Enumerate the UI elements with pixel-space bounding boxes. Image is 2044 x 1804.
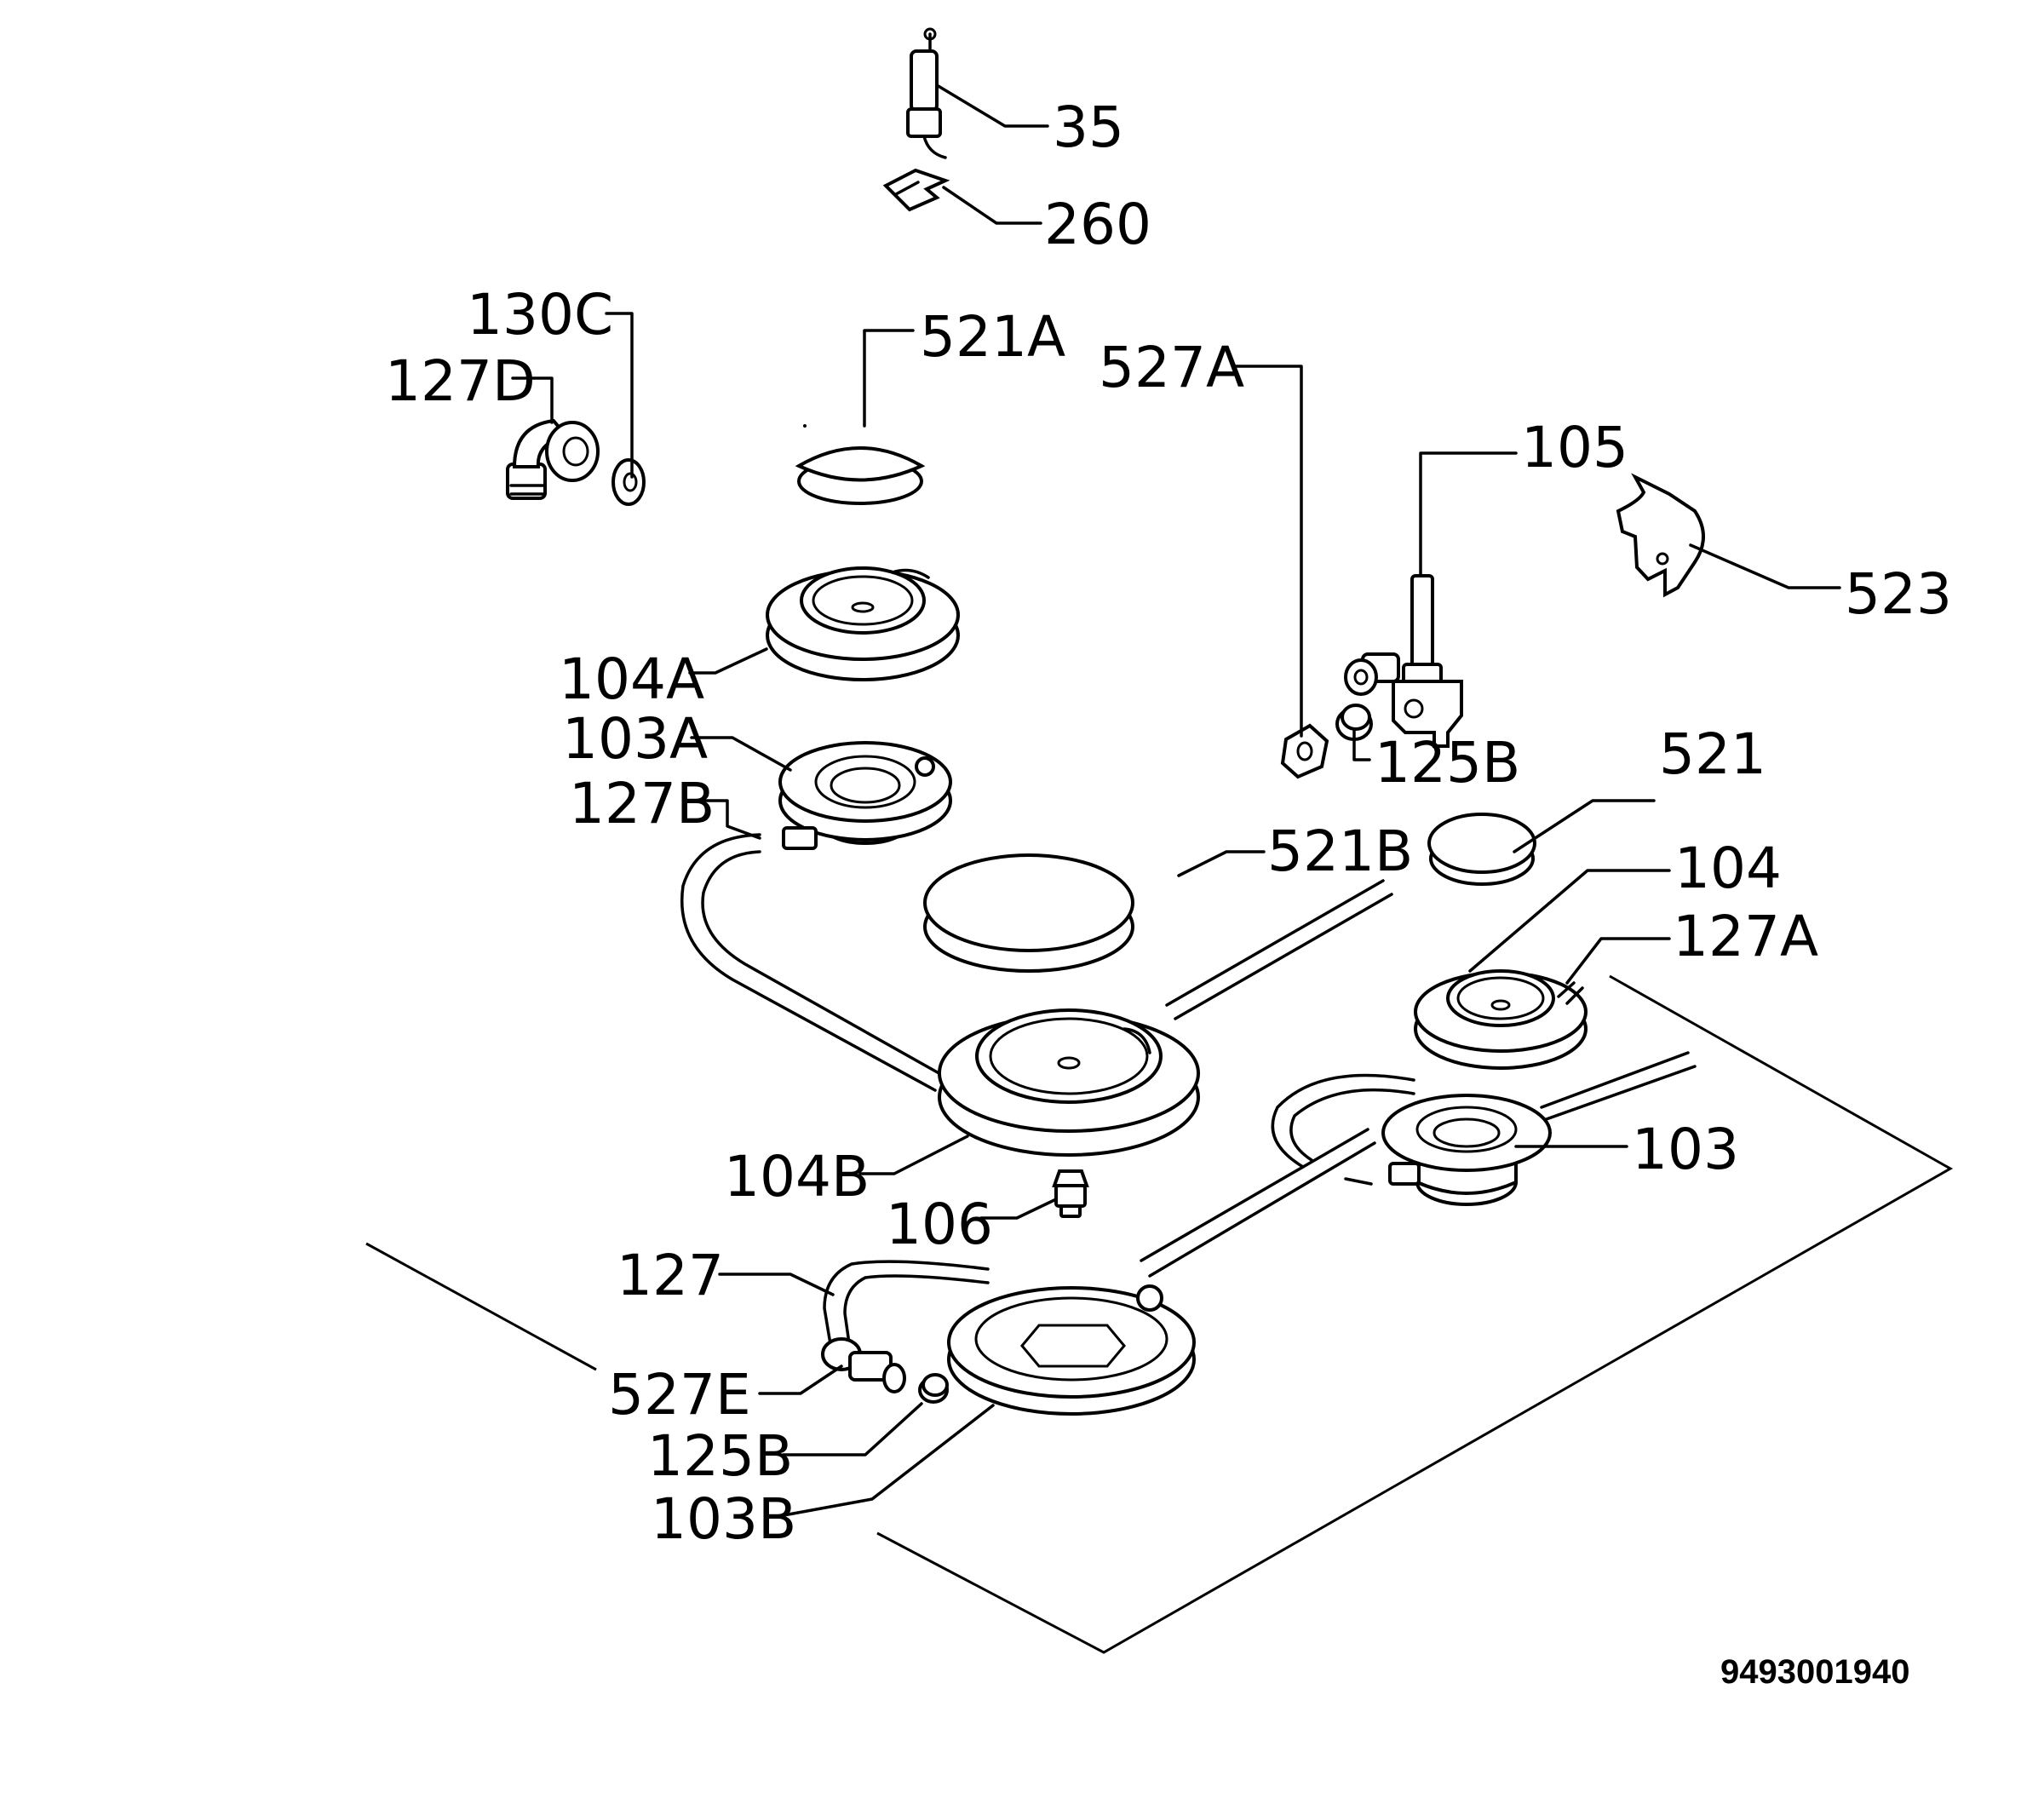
- label-130C: 130C: [467, 282, 613, 348]
- label-104A: 104A: [559, 646, 704, 712]
- label-103B: 103B: [651, 1486, 796, 1552]
- part-106-injector: [1052, 1169, 1089, 1218]
- label-103A: 103A: [562, 706, 708, 772]
- label-106: 106: [886, 1192, 993, 1257]
- part-527A-nut: [1280, 723, 1329, 779]
- part-127B-pipe: [680, 833, 944, 1092]
- label-104B: 104B: [724, 1144, 870, 1209]
- part-104A-crown: [766, 566, 960, 681]
- label-260: 260: [1044, 192, 1151, 257]
- part-103-base: [1344, 1094, 1552, 1206]
- drawing-code: 9493001940: [1720, 1653, 1909, 1691]
- part-523-bracket: [1616, 473, 1705, 598]
- label-125B-top: 125B: [1375, 730, 1520, 796]
- label-527E: 527E: [608, 1362, 751, 1428]
- rear-pipe: [1165, 879, 1393, 1020]
- part-130C-washer: [611, 458, 646, 506]
- label-127: 127: [617, 1243, 724, 1308]
- label-35: 35: [1053, 95, 1124, 160]
- part-35-electrode: [906, 27, 947, 159]
- label-105: 105: [1521, 415, 1628, 480]
- part-105-valve: [1344, 574, 1463, 748]
- part-104-crown: [1414, 969, 1588, 1070]
- part-125B-bottom-nut: [918, 1373, 949, 1404]
- label-125B-bottom: 125B: [647, 1423, 793, 1489]
- label-521: 521: [1659, 721, 1766, 787]
- part-127A-pipe: [1557, 981, 1584, 1005]
- label-103: 103: [1632, 1117, 1739, 1182]
- part-127D-elbow: [506, 418, 600, 500]
- label-104: 104: [1674, 836, 1782, 901]
- label-127B: 127B: [569, 771, 715, 836]
- part-527E-fitting: [821, 1337, 906, 1393]
- leader-lines: [511, 83, 1841, 1518]
- label-127D: 127D: [385, 348, 536, 414]
- part-103-pipes: [1140, 1051, 1697, 1278]
- part-521-cap: [1427, 813, 1536, 886]
- part-521B-cap: [923, 853, 1134, 973]
- part-125B-top-nut: [1335, 704, 1373, 741]
- part-103B-base: [947, 1284, 1196, 1416]
- label-521B: 521B: [1267, 819, 1413, 884]
- label-127A: 127A: [1673, 904, 1818, 969]
- label-521A: 521A: [920, 304, 1065, 370]
- label-523: 523: [1845, 561, 1952, 627]
- hob-frame: [365, 974, 1954, 1654]
- part-521A-cap: [795, 424, 926, 505]
- part-260-clip: [882, 168, 950, 212]
- part-104B-crown: [938, 1008, 1200, 1157]
- label-527A: 527A: [1099, 335, 1244, 400]
- part-103A-base: [778, 741, 952, 850]
